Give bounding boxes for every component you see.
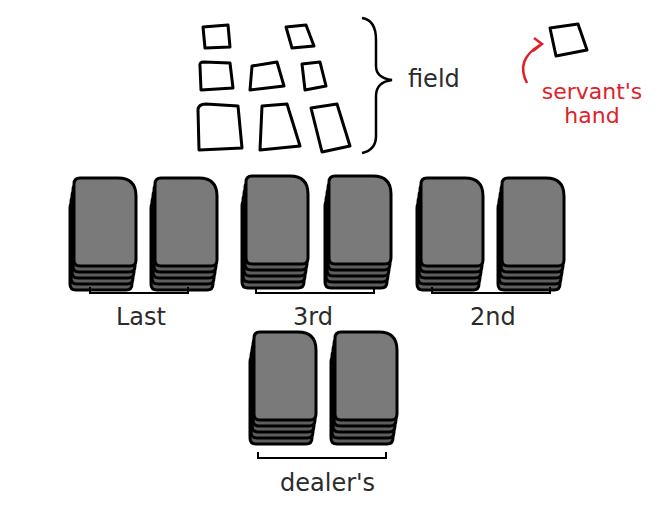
servant-arrow <box>523 45 540 83</box>
bracket <box>258 452 386 458</box>
group-brackets <box>90 287 550 458</box>
field-card <box>260 104 300 150</box>
field-brace <box>362 18 392 153</box>
face-down-card <box>246 176 308 264</box>
servant-arrowhead <box>533 38 542 51</box>
card-stack <box>151 178 217 290</box>
field-card <box>250 62 284 90</box>
bracket <box>256 287 374 293</box>
face-down-card <box>502 178 564 266</box>
face-down-card <box>421 178 483 266</box>
field-card <box>311 104 350 152</box>
face-down-card <box>254 332 316 420</box>
group-label: 3rd <box>293 304 333 330</box>
field-label: field <box>408 66 460 92</box>
face-down-card <box>329 176 391 264</box>
group-label: dealer's <box>280 470 375 496</box>
face-down-card <box>155 178 217 266</box>
card-stack <box>242 176 308 288</box>
face-down-card <box>74 178 136 266</box>
card-stack <box>325 176 391 288</box>
bracket <box>90 287 188 293</box>
card-stack <box>417 178 483 290</box>
field-card <box>286 25 314 48</box>
group-label: 2nd <box>470 304 516 330</box>
face-down-card <box>335 332 397 420</box>
card-stack <box>70 178 136 290</box>
servant-card <box>550 24 587 56</box>
card-stack <box>331 332 397 444</box>
field-cards <box>198 24 587 152</box>
group-label: Last <box>116 304 166 330</box>
field-card <box>198 104 242 150</box>
field-card <box>302 62 326 90</box>
card-stack <box>250 332 316 444</box>
field-card <box>200 62 233 90</box>
card-stack <box>498 178 564 290</box>
field-card <box>203 25 230 48</box>
servant-hand-label: servant's hand <box>533 80 651 128</box>
bracket <box>432 287 550 293</box>
